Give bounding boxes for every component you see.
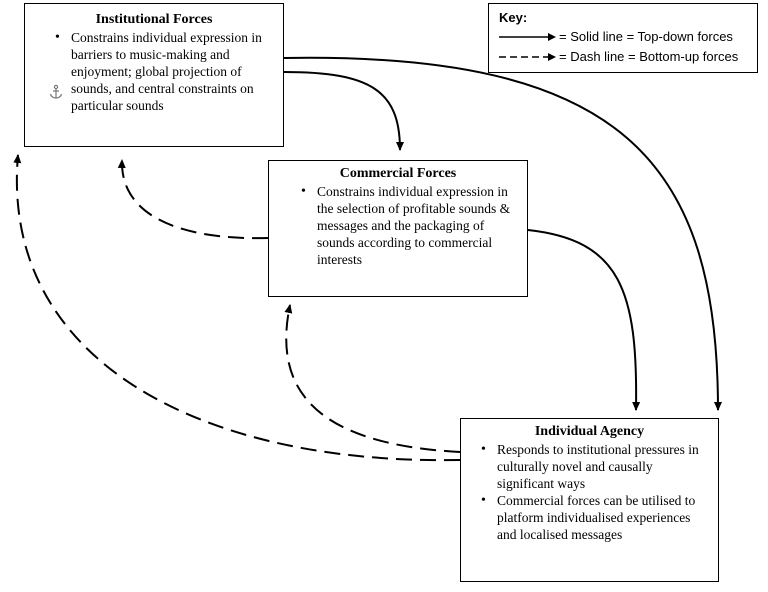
arrow-commercial-to-individual — [527, 229, 641, 411]
arrow-institutional-to-commercial — [283, 71, 404, 151]
individual-point: Responds to institutional pressures in c… — [475, 441, 712, 492]
commercial-forces-box: Commercial Forces Constrains individual … — [268, 160, 528, 297]
institutional-forces-title: Institutional Forces — [95, 12, 213, 27]
key-solid-label: = Solid line = Top-down forces — [559, 29, 733, 44]
arrow-commercial-to-institutional — [117, 159, 269, 240]
individual-points: Responds to institutional pressures in c… — [475, 441, 712, 543]
arrow-individual-to-commercial — [284, 304, 461, 453]
key-title: Key: — [499, 10, 528, 25]
solid-arrow-sample — [499, 33, 556, 41]
individual-agency-title: Individual Agency — [534, 424, 645, 439]
commercial-forces-title: Commercial Forces — [339, 166, 457, 181]
legend-key: Key: = Solid line = Top-down forces = Da… — [488, 3, 758, 73]
institutional-forces-box: Institutional Forces Constrains individu… — [24, 3, 284, 147]
institutional-points: Constrains individual expression in barr… — [49, 29, 275, 114]
anchor-icon — [48, 84, 64, 100]
key-dash-label: = Dash line = Bottom-up forces — [559, 49, 739, 64]
commercial-point: Constrains individual expression in the … — [295, 183, 521, 268]
commercial-points: Constrains individual expression in the … — [295, 183, 521, 268]
dash-arrow-sample — [499, 53, 556, 61]
arrow-individual-to-institutional — [13, 154, 461, 462]
individual-agency-box: Individual Agency Responds to institutio… — [460, 418, 719, 582]
individual-point: Commercial forces can be utilised to pla… — [475, 492, 712, 543]
institutional-point: Constrains individual expression in barr… — [49, 29, 275, 114]
arrow-institutional-to-individual — [283, 56, 722, 411]
